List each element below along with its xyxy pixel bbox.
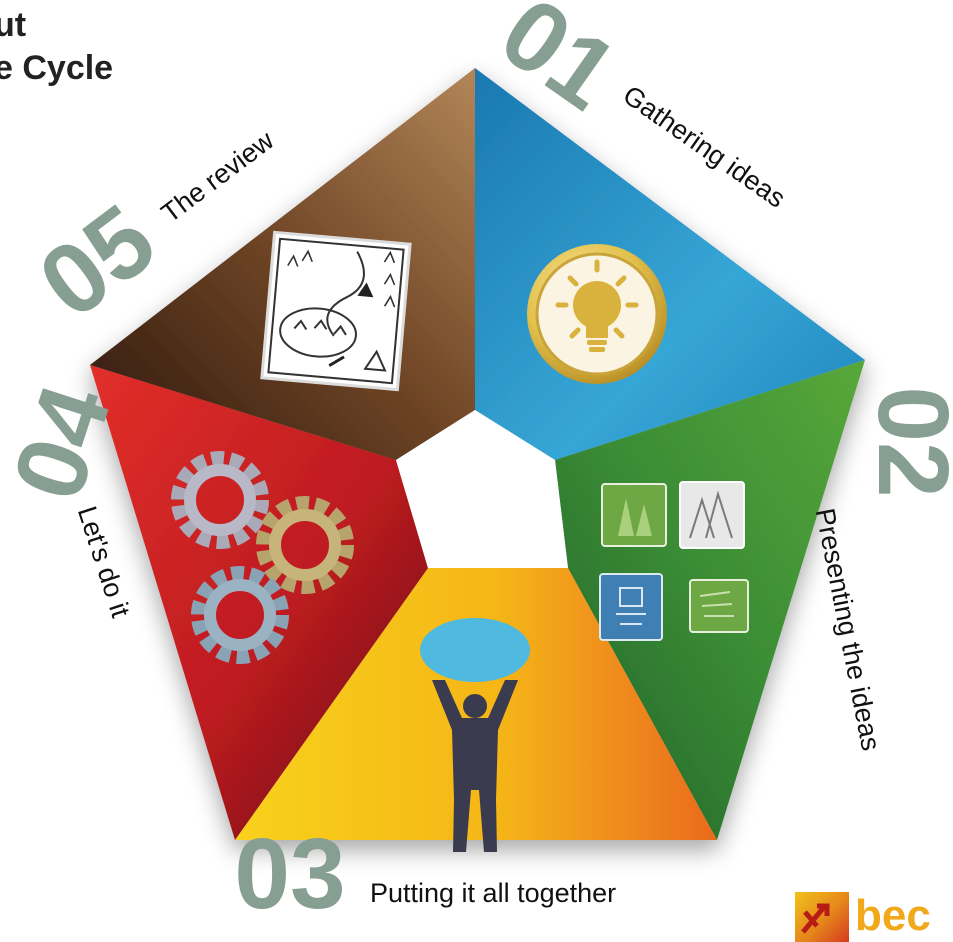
logo-mark-icon xyxy=(795,892,849,942)
forest-drawings-icon xyxy=(599,481,749,641)
lightbulb-icon xyxy=(527,244,667,384)
step-01-label: Gathering ideas xyxy=(618,80,791,214)
page-title: ut e Cycle xyxy=(0,4,113,90)
step-04: 04 Let's do it xyxy=(0,372,136,621)
step-03-number: 03 xyxy=(234,818,345,930)
gears-icon xyxy=(171,451,354,664)
step-02-number: 02 xyxy=(857,386,953,497)
title-line-2: e Cycle xyxy=(0,49,114,88)
logo-word: bec xyxy=(855,892,931,940)
map-sketch-icon xyxy=(260,230,412,392)
step-02-label: Presenting the ideas xyxy=(810,506,886,753)
step-03-label: Putting it all together xyxy=(370,878,616,908)
step-05-label: The review xyxy=(156,125,280,229)
title-line-1: ut xyxy=(0,6,27,44)
step-04-label: Let's do it xyxy=(72,503,136,622)
person-holding-cloud-icon xyxy=(420,618,530,852)
brand-logo: bec xyxy=(795,892,953,942)
segment-4-lets-do-it xyxy=(90,365,428,840)
center-pentagon xyxy=(396,410,568,568)
step-03: 03 Putting it all together xyxy=(234,818,616,930)
step-05-number: 05 xyxy=(19,183,175,339)
